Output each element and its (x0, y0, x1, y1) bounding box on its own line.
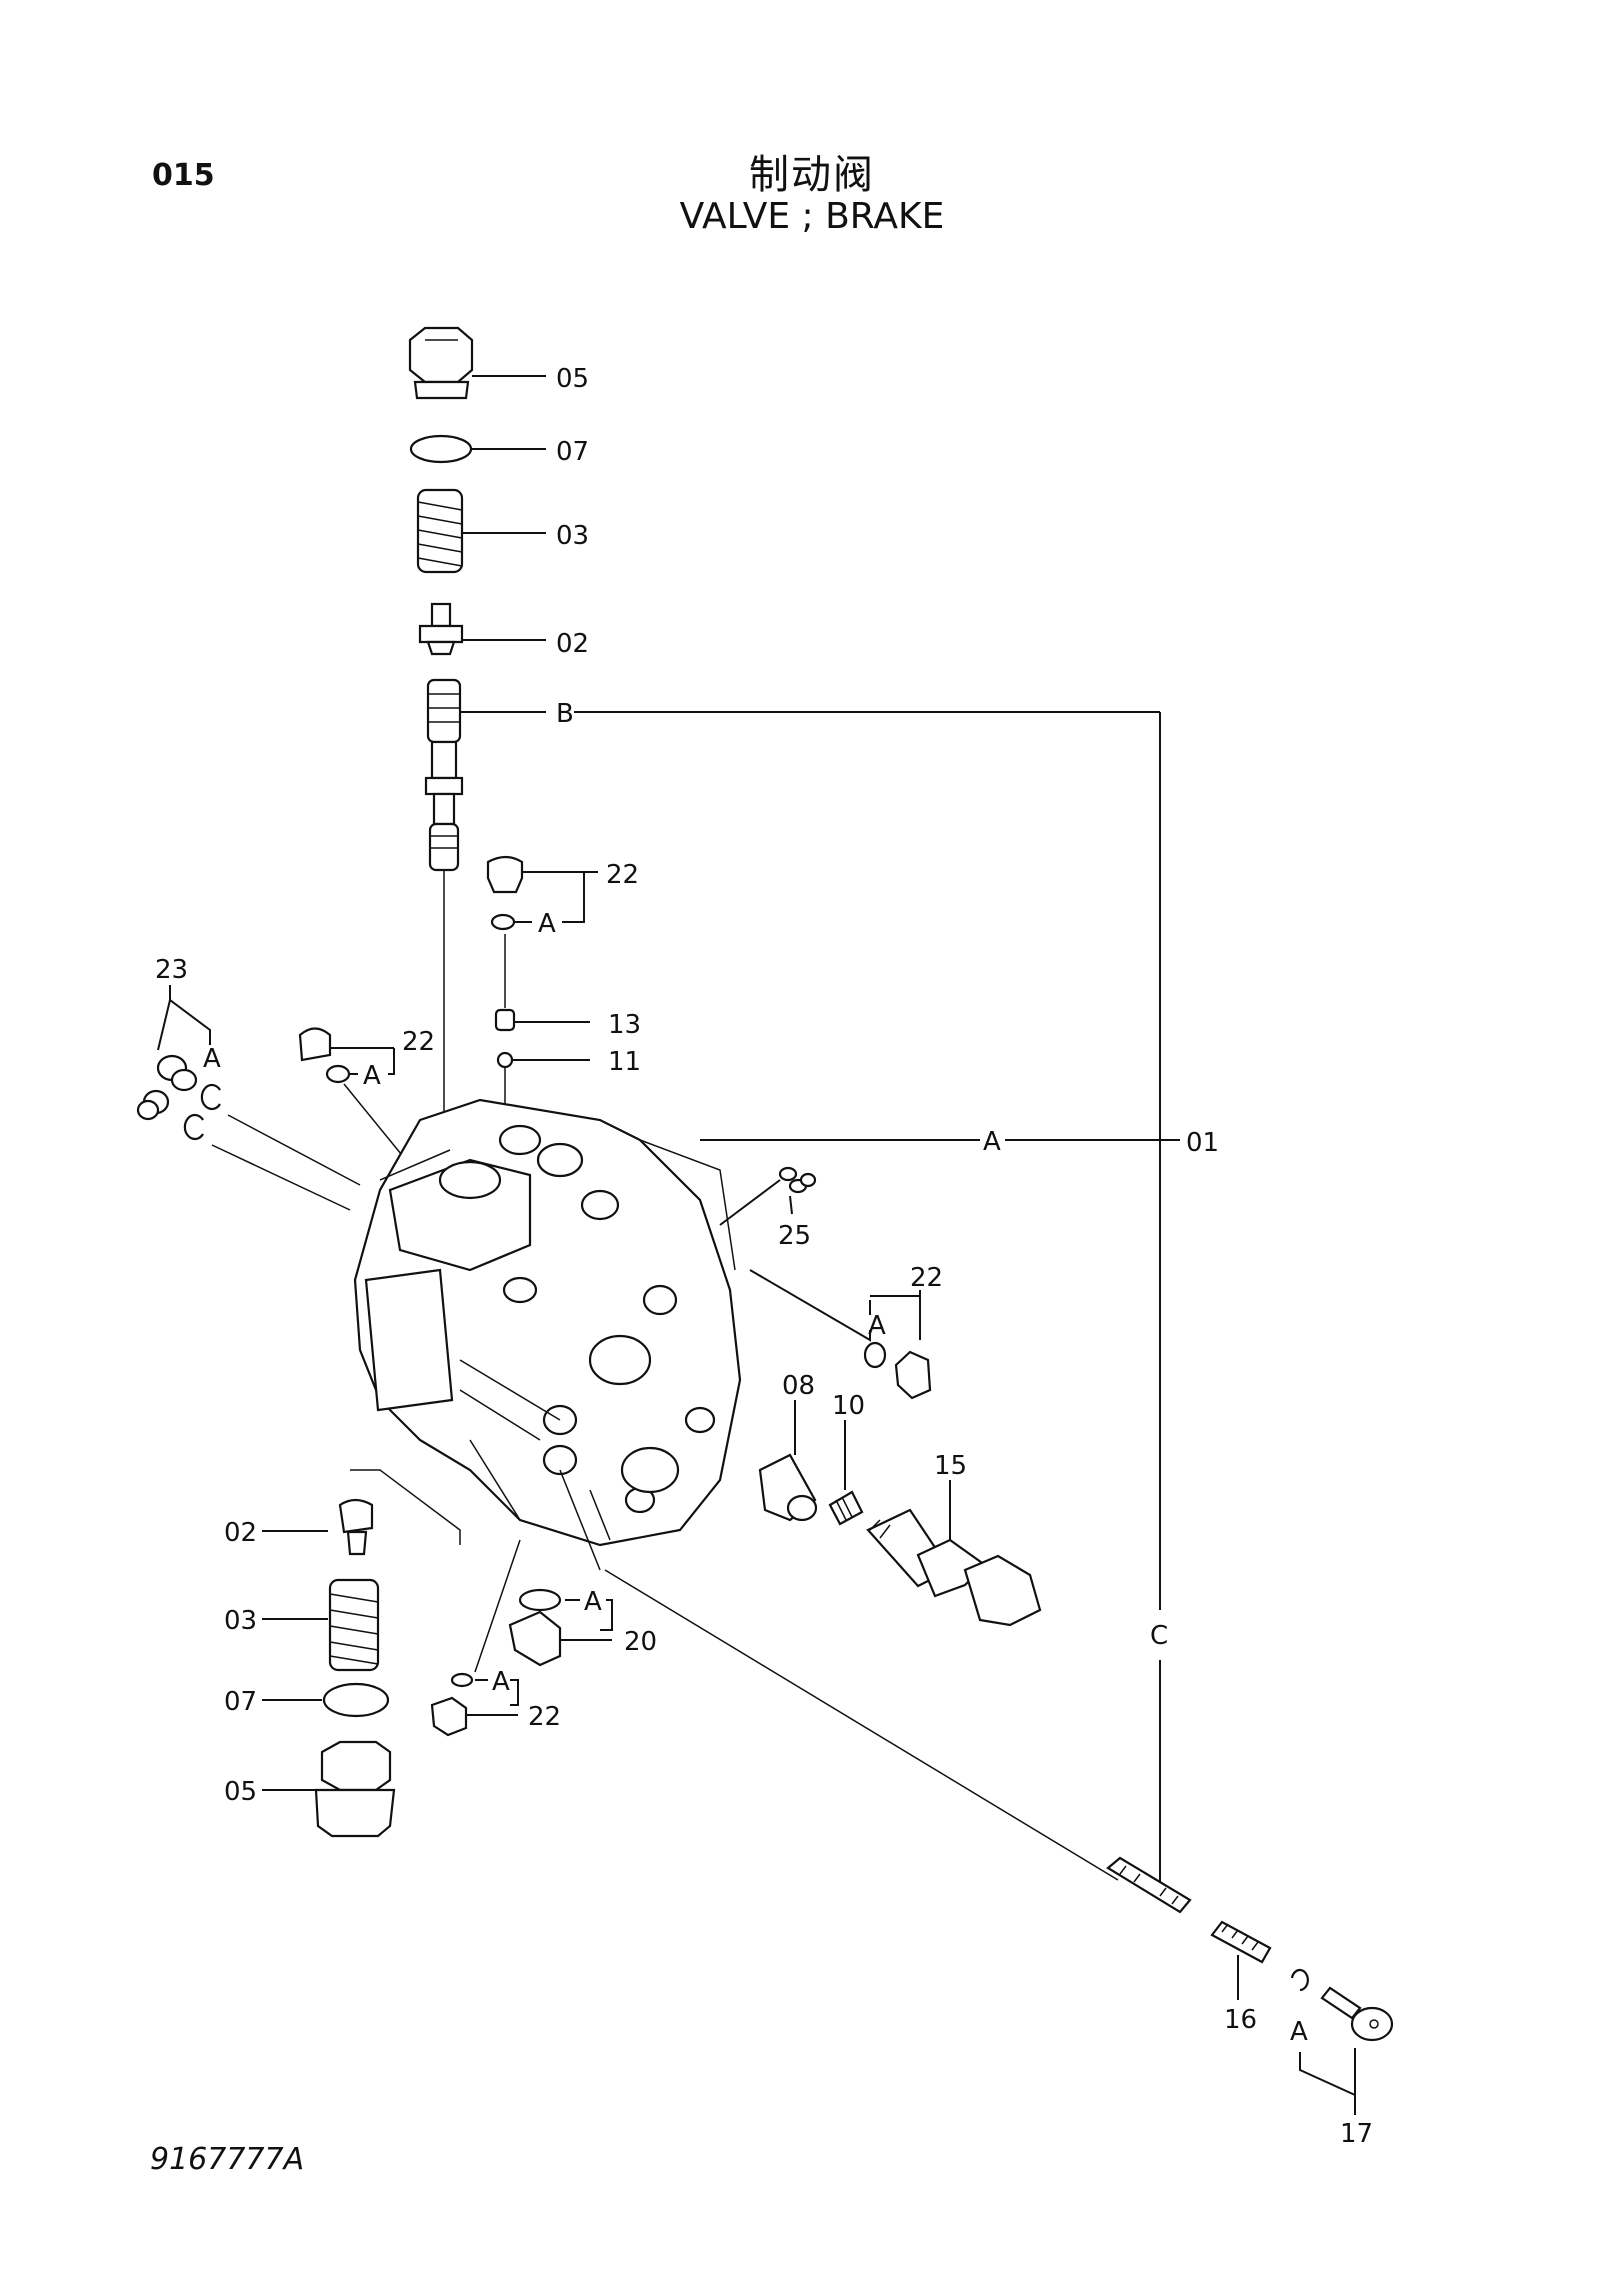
callout-08: 08 (782, 1371, 815, 1401)
callout-22-d: 22 (528, 1702, 561, 1732)
title-english: VALVE ; BRAKE (679, 196, 945, 237)
callout-01: 01 (1186, 1128, 1219, 1158)
callout-03-top: 03 (556, 521, 589, 551)
callout-07-bottom: 07 (224, 1687, 257, 1717)
callout-17: 17 (1340, 2119, 1373, 2149)
part-plug-top (408, 326, 474, 400)
callout-a-g: A (492, 1667, 510, 1697)
callout-a-h: A (1290, 2017, 1308, 2047)
callout-07-top: 07 (556, 437, 589, 467)
part-plug-23 (136, 1054, 198, 1121)
callout-03-bottom: 03 (224, 1606, 257, 1636)
part-oring-bottom (322, 1682, 390, 1718)
callout-c: C (1150, 1621, 1168, 1651)
part-ball-11 (496, 1051, 514, 1069)
callout-a-f: A (584, 1587, 602, 1617)
part-spring-top (416, 488, 464, 574)
part-poppet-top (418, 602, 464, 656)
callout-a-b: A (203, 1044, 221, 1074)
part-orifice-13 (494, 1008, 516, 1032)
callout-22-b: 22 (402, 1027, 435, 1057)
callout-23: 23 (155, 955, 188, 985)
part-plug-22d (430, 1696, 468, 1737)
part-oring-a1 (490, 913, 516, 931)
drawing-number: 9167777A (150, 2142, 305, 2177)
part-poppet-bottom (338, 1498, 374, 1556)
valve-body (353, 1098, 742, 1547)
callout-a-c: A (363, 1061, 381, 1091)
callout-a-e: A (868, 1311, 886, 1341)
callout-11: 11 (608, 1047, 641, 1077)
callout-05-top: 05 (556, 364, 589, 394)
part-relief-15 (866, 1508, 1042, 1627)
part-plug-bottom (314, 1740, 396, 1838)
part-spring-bottom (328, 1578, 380, 1672)
callout-a-a: A (538, 909, 556, 939)
callout-20: 20 (624, 1627, 657, 1657)
callout-02-top: 02 (556, 629, 589, 659)
part-oring-a5 (450, 1672, 474, 1688)
callout-22-a: 22 (606, 860, 639, 890)
callout-a-d: A (983, 1127, 1001, 1157)
part-oring-a6 (1290, 1968, 1309, 1992)
callout-02-bottom: 02 (224, 1518, 257, 1548)
callout-05-bottom: 05 (224, 1777, 257, 1807)
part-oring-a3 (863, 1341, 887, 1369)
part-plug-22a (486, 855, 524, 894)
callout-15: 15 (934, 1451, 967, 1481)
part-plug-22b (298, 1027, 332, 1062)
part-oring-23a (200, 1083, 221, 1111)
callout-b: B (556, 699, 574, 729)
callout-10: 10 (832, 1391, 865, 1421)
title-chinese: 制动阀 (749, 152, 875, 198)
part-plug-25 (778, 1166, 817, 1194)
page-code: 015 (152, 158, 215, 193)
part-oring-23b (183, 1113, 204, 1141)
part-spool-c (1106, 1856, 1192, 1914)
part-oring-a4 (518, 1588, 562, 1612)
part-spring-16 (1210, 1920, 1272, 1964)
callout-13: 13 (608, 1010, 641, 1040)
part-oring-top (409, 434, 473, 464)
callout-22-c: 22 (910, 1263, 943, 1293)
callout-16: 16 (1224, 2005, 1257, 2035)
callout-25: 25 (778, 1221, 811, 1251)
part-sleeve-08 (758, 1453, 818, 1522)
part-oring-a2 (325, 1064, 351, 1084)
part-spring-10 (828, 1490, 864, 1526)
part-plug-20 (508, 1610, 562, 1667)
part-spool-b (424, 678, 464, 872)
part-plug-22c (894, 1350, 932, 1400)
part-pin-17 (1320, 1986, 1394, 2042)
